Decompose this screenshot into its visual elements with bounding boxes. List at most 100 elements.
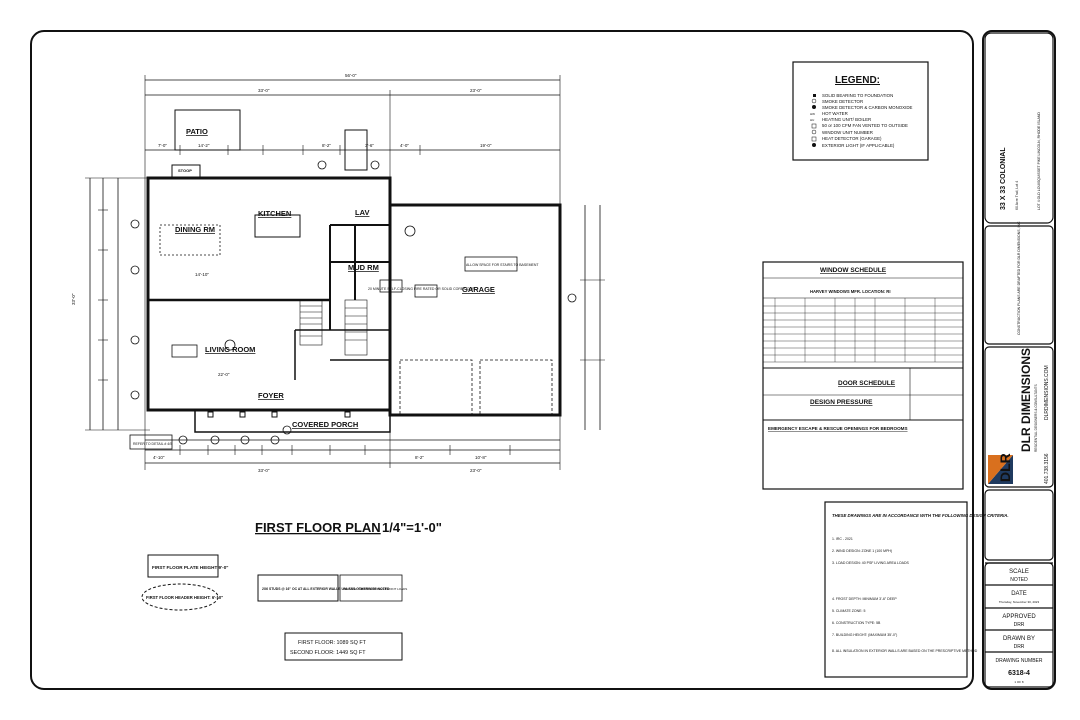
room-lav: LAV <box>355 208 369 217</box>
studs-note: 2X6 STUDS @ 16" OC AT ALL EXTERIOR WALLS… <box>262 587 390 591</box>
svg-text:DRAWN BY: DRAWN BY <box>1003 636 1035 642</box>
project-subtitle: 60 Acre Trail, Lot 4 <box>1015 181 1019 210</box>
firm-website: DLRDIMENSIONS.COM <box>1044 365 1050 420</box>
svg-text:7. BUILDING HEIGHT: (MAXIMUM 3: 7. BUILDING HEIGHT: (MAXIMUM 35'-0") <box>832 633 897 637</box>
walls <box>146 109 562 433</box>
svg-text:DRR: DRR <box>1014 644 1025 650</box>
point-load-note: PROVIDE THE FOLLOWING AT POINT LOADS <box>343 587 407 591</box>
co-detector-icon <box>812 105 816 109</box>
svg-text:Thursday, November 30, 2023: Thursday, November 30, 2023 <box>999 600 1040 604</box>
room-dining: DINING RM <box>175 225 215 234</box>
plate-height-box <box>147 554 219 578</box>
first-floor-area: FIRST FLOOR: 1089 SQ FT <box>298 640 367 646</box>
heating-unit-icon: HU <box>810 118 814 122</box>
title-block-cells <box>984 32 1054 688</box>
header-height-note: FIRST FLOOR HEADER HEIGHT: 6'-10" <box>146 595 223 600</box>
dim-bottom-left: 33'-0" <box>258 468 270 473</box>
solid-bearing-icon <box>813 94 816 97</box>
legend-title: LEGEND: <box>835 75 880 86</box>
plate-height-note: FIRST FLOOR PLATE HEIGHT 9'-0" <box>152 565 228 570</box>
svg-text:WINDOW UNIT NUMBER: WINDOW UNIT NUMBER <box>822 130 873 135</box>
svg-text:1 OF 8: 1 OF 8 <box>1014 680 1024 684</box>
svg-text:4. FROST DEPTH: MINIMUM 3'-6": 4. FROST DEPTH: MINIMUM 3'-6" DEEP <box>832 597 897 601</box>
title-block-border <box>982 30 1056 690</box>
smoke-detector-icon <box>811 98 817 104</box>
svg-text:DESIGN PRESSURE: DESIGN PRESSURE <box>810 399 873 406</box>
schedule-block <box>762 261 964 490</box>
criteria-title: THESE DRAWINGS ARE IN ACCORDANCE WITH TH… <box>832 513 1009 518</box>
svg-text:DATE: DATE <box>1011 591 1027 597</box>
heat-detector-icon <box>811 136 817 142</box>
studs-box <box>257 574 339 602</box>
drawing-sheet-border <box>30 30 974 690</box>
room-labels: PATIO KITCHEN DINING RM LIVING ROOM FOYE… <box>175 127 495 429</box>
svg-text:3'-6": 3'-6" <box>365 143 374 148</box>
svg-text:SMOKE DETECTOR: SMOKE DETECTOR <box>822 99 863 104</box>
plan-disclaimer: CONSTRUCTION PLANS ARE DRAFTED FOR DLR D… <box>1017 221 1021 335</box>
hot-water-icon: HW <box>810 112 815 116</box>
room-garage: GARAGE <box>462 285 495 294</box>
svg-text:HEATING UNIT/ BOILER: HEATING UNIT/ BOILER <box>822 117 871 122</box>
room-patio: PATIO <box>186 127 208 136</box>
svg-text:22'-0": 22'-0" <box>218 372 230 377</box>
dim-left-width: 33'-0" <box>258 88 270 93</box>
window-manufacturer: HARVEY WINDOWS MFR. LOCATION: RI <box>810 289 891 294</box>
project-title: 33 X 33 COLONIAL <box>1000 147 1007 210</box>
header-height-cloud <box>141 583 219 611</box>
svg-text:EXTERIOR LIGHT (IF APPLICABLE): EXTERIOR LIGHT (IF APPLICABLE) <box>822 143 895 148</box>
title-block-fields: SCALE NOTED DATE Thursday, November 30, … <box>995 569 1042 684</box>
point-load-box <box>339 574 403 602</box>
svg-text:14'-10": 14'-10" <box>195 272 209 277</box>
svg-text:5. CLIMATE ZONE: 5: 5. CLIMATE ZONE: 5 <box>832 609 865 613</box>
svg-text:8'-2": 8'-2" <box>322 143 331 148</box>
svg-text:20 MINUTE SELF-CLOSING FIRE RA: 20 MINUTE SELF-CLOSING FIRE RATED OR SOL… <box>368 287 475 291</box>
plan-scale: 1/4"=1'-0" <box>382 520 442 535</box>
svg-text:2. WIND DESIGN: ZONE 1 (100 MP: 2. WIND DESIGN: ZONE 1 (100 MPH) <box>832 549 892 553</box>
svg-text:1. IRC - 2021: 1. IRC - 2021 <box>832 537 853 541</box>
svg-text:ALLOW SPACE FOR STAIRS TO BASE: ALLOW SPACE FOR STAIRS TO BASEMENT <box>466 263 539 267</box>
room-foyer: FOYER <box>258 391 284 400</box>
svg-text:8. ALL INSULATION IN EXTERIOR: 8. ALL INSULATION IN EXTERIOR WALLS ARE … <box>832 649 978 653</box>
second-floor-area: SECOND FLOOR: 1449 SQ FT <box>290 650 366 656</box>
svg-text:50 or 100 CFM FAN VENTED TO OU: 50 or 100 CFM FAN VENTED TO OUTSIDE <box>822 123 908 128</box>
room-living: LIVING ROOM <box>205 345 255 354</box>
criteria-box <box>824 501 968 678</box>
dim-bottom-right: 23'-0" <box>470 468 482 473</box>
dim-overall-depth: 33'-0" <box>71 293 76 305</box>
area-box <box>284 632 403 661</box>
firm-tagline: RESIDENTIAL DESIGNERS & CONSULTANTS <box>1034 384 1038 452</box>
plan-notes: 20 MINUTE SELF-CLOSING FIRE RATED OR SOL… <box>133 263 539 446</box>
svg-text:4'-10": 4'-10" <box>153 455 165 460</box>
dimension-texts: 56'-0" 33'-0" 23'-0" 7'-0" 14'-2" 8'-2" … <box>71 73 492 473</box>
dlr-logo: DLR <box>988 453 1013 484</box>
plan-title: FIRST FLOOR PLAN <box>255 520 381 535</box>
svg-text:DLR: DLR <box>997 453 1013 482</box>
svg-text:DOOR SCHEDULE: DOOR SCHEDULE <box>838 380 896 387</box>
firm-name: DLR DIMENSIONS <box>1019 348 1033 452</box>
legend-items: SOLID BEARING TO FOUNDATION SMOKE DETECT… <box>810 93 912 148</box>
room-kitchen: KITCHEN <box>258 209 291 218</box>
legend-box <box>792 61 929 161</box>
schedule-titles: WINDOW SCHEDULE DOOR SCHEDULE DESIGN PRE… <box>810 267 896 406</box>
svg-text:NOTED: NOTED <box>1010 577 1028 583</box>
svg-text:6318-4: 6318-4 <box>1008 670 1030 677</box>
svg-text:HOT WATER: HOT WATER <box>822 111 848 116</box>
svg-text:SOLID BEARING TO FOUNDATION: SOLID BEARING TO FOUNDATION <box>822 93 893 98</box>
fan-icon <box>811 123 817 129</box>
svg-text:APPROVED: APPROVED <box>1002 614 1036 620</box>
svg-text:6. CONSTRUCTION TYPE: 5B: 6. CONSTRUCTION TYPE: 5B <box>832 621 881 625</box>
svg-text:10'-8": 10'-8" <box>475 455 487 460</box>
room-porch: COVERED PORCH <box>292 420 358 429</box>
window-number-icon <box>811 129 817 135</box>
window-markers <box>130 160 577 445</box>
annotation-boxes <box>129 256 518 450</box>
svg-text:8'-2": 8'-2" <box>415 455 424 460</box>
svg-text:REFER TO DETAIL # 4/5: REFER TO DETAIL # 4/5 <box>133 442 172 446</box>
svg-text:DRR: DRR <box>1014 622 1025 628</box>
svg-text:7'-0": 7'-0" <box>158 143 167 148</box>
dim-overall-width: 56'-0" <box>345 73 357 78</box>
dim-right-width: 23'-0" <box>470 88 482 93</box>
svg-text:19'-0": 19'-0" <box>480 143 492 148</box>
svg-text:SCALE: SCALE <box>1009 569 1029 575</box>
